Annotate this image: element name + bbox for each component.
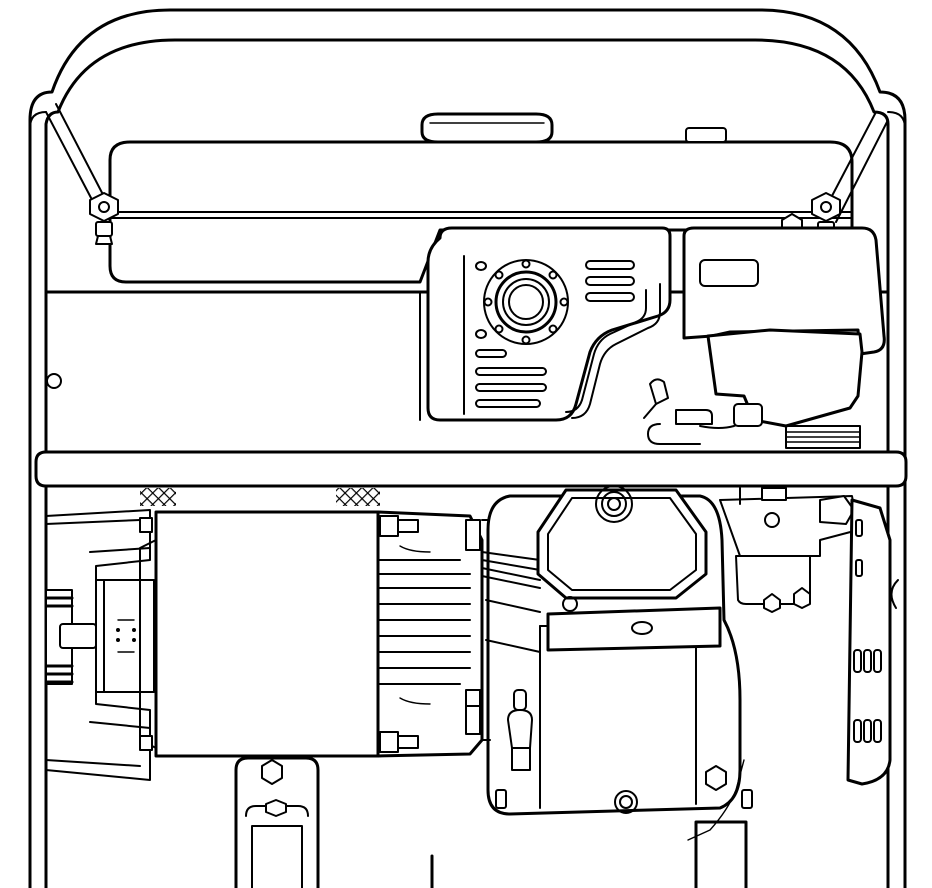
alternator-cooling-fins: [376, 510, 484, 758]
left-striped-mount: [44, 589, 97, 685]
alternator-vent-mesh-right: [336, 488, 380, 506]
alternator-housing: [139, 510, 380, 758]
recoil-starter-hub: [483, 259, 569, 345]
engine-side-cover: [682, 226, 886, 356]
frame-tube: [28, 8, 907, 888]
middle-cross-tube: [34, 450, 908, 488]
tank-bolt-left: [89, 192, 119, 245]
spark-plug: [595, 485, 633, 523]
right-edge-clip: [890, 579, 899, 609]
alternator-vent-mesh-left: [140, 488, 176, 506]
shroud-small-holes: [475, 261, 487, 339]
shroud-vent-slots-lower: [475, 349, 547, 408]
alternator-bolts: [379, 515, 481, 753]
engine-cable: [687, 759, 745, 841]
right-vent-panel: [846, 498, 892, 786]
fuel-valve-lever: [643, 378, 763, 445]
oil-filler-cap: [507, 689, 533, 771]
shroud-vent-slots-upper: [585, 260, 635, 302]
engine-lower-block: [706, 328, 864, 449]
muffler-bracket: [546, 596, 722, 652]
base-mount-right: [694, 820, 748, 888]
fuel-gauge: [685, 127, 727, 143]
engine-shroud: [426, 226, 672, 422]
carburetor: [719, 487, 859, 613]
panel-hole: [46, 373, 62, 389]
oil-drain-plug: [614, 790, 638, 814]
cylinder-head: [536, 488, 708, 600]
base-mount-left: [234, 756, 320, 888]
crankcase-bolts: [465, 689, 753, 809]
engine-coupling: [481, 519, 541, 741]
fuel-cap: [420, 112, 554, 144]
